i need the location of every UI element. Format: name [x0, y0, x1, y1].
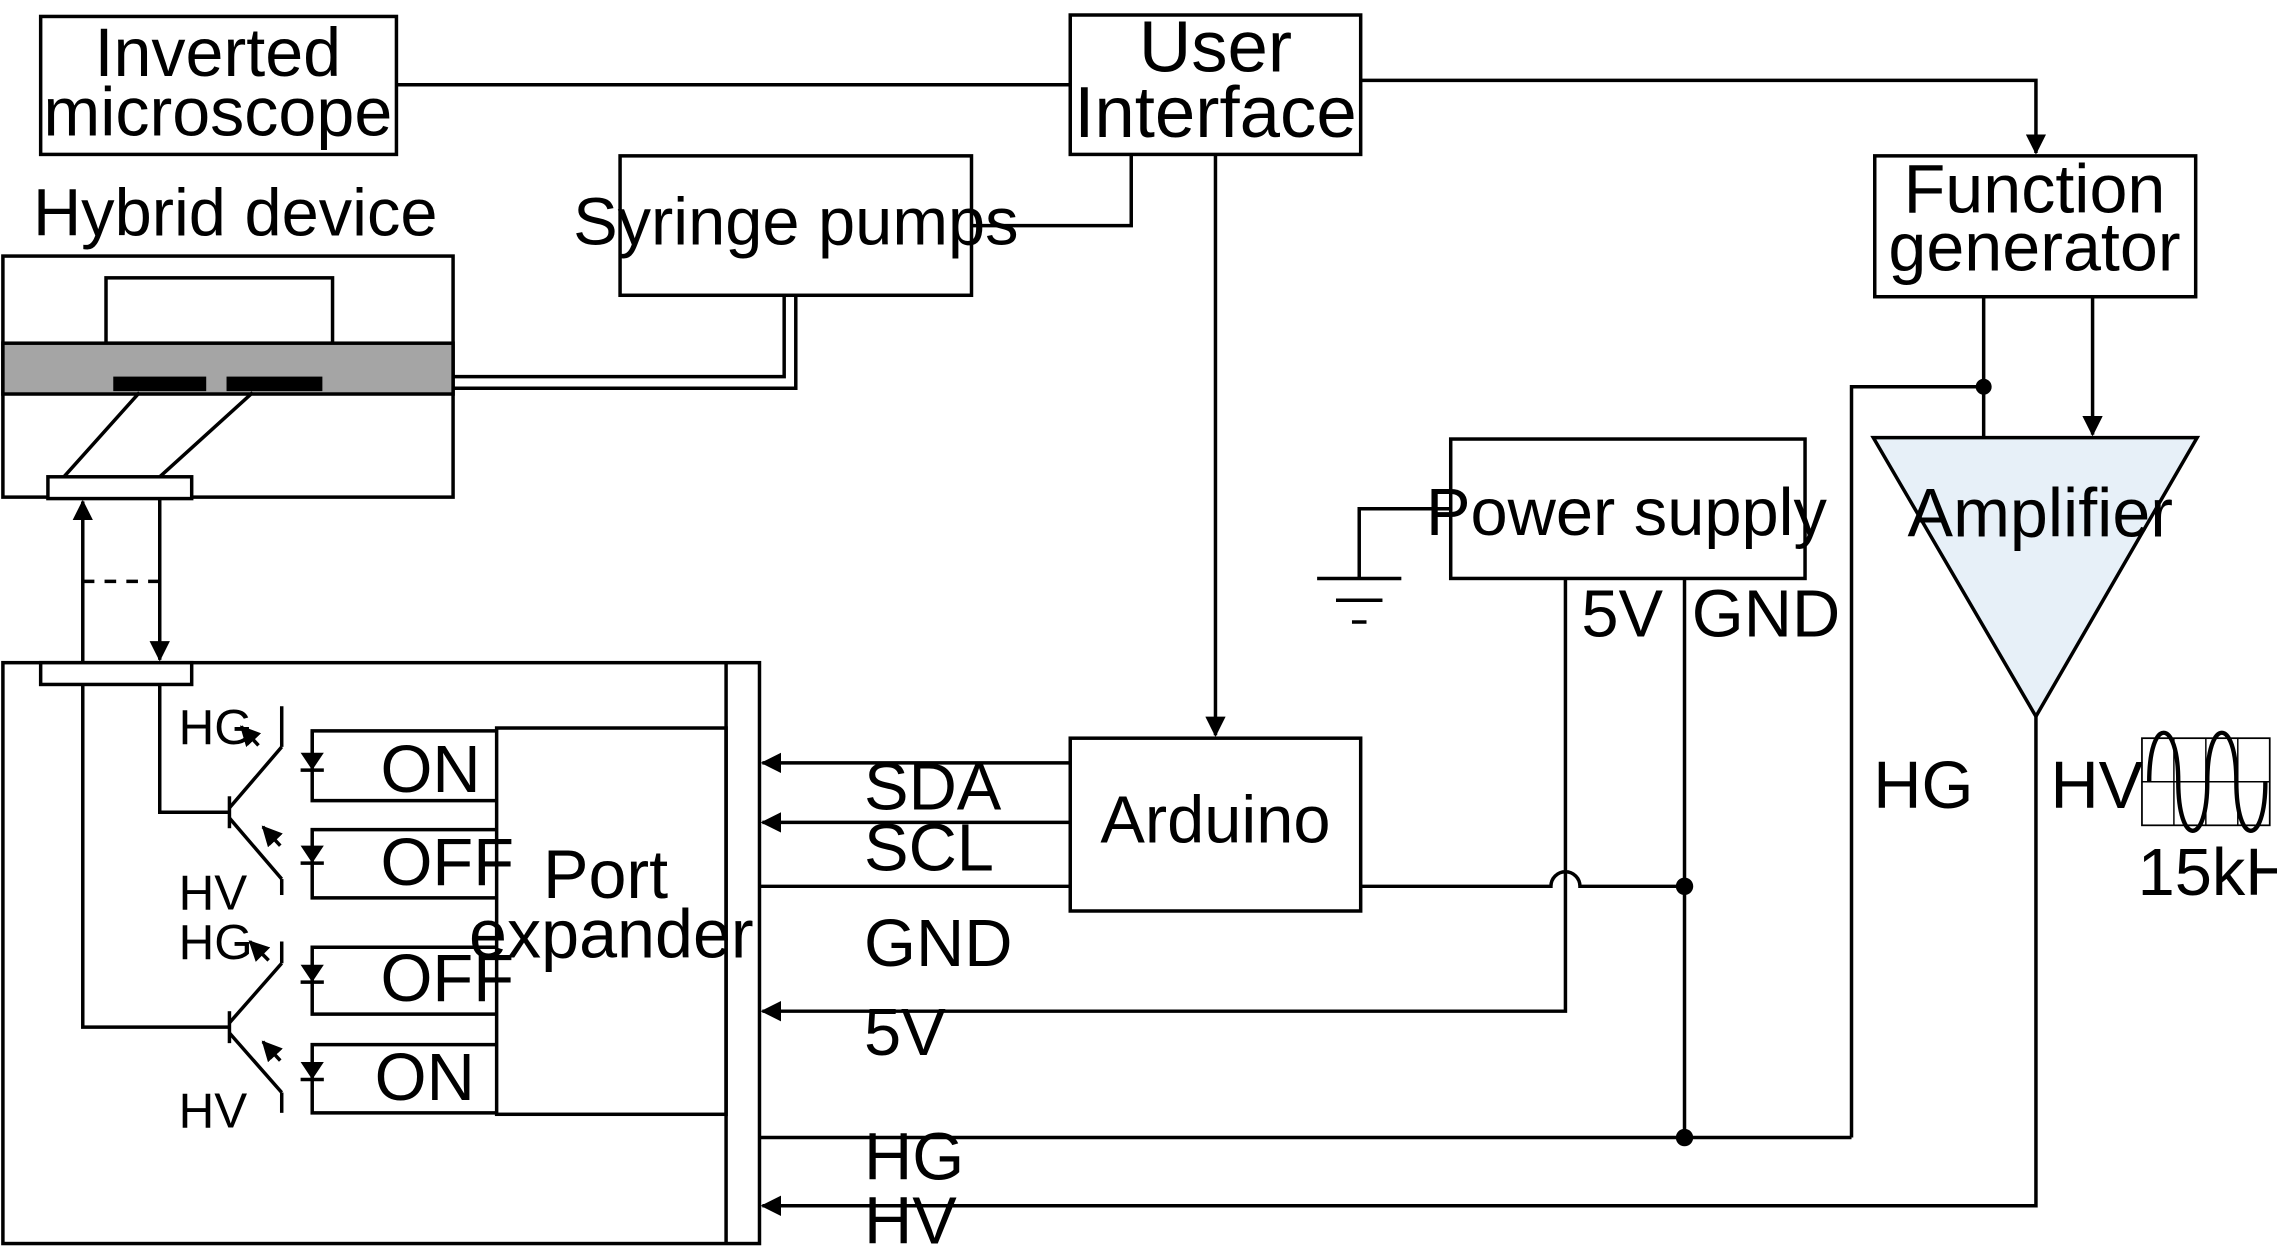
- user-interface-label-2: Interface: [1074, 72, 1356, 153]
- switch-top-hv-label: HV: [179, 866, 248, 921]
- sine-wave-icon: [2141, 730, 2271, 833]
- port-expander-label-1: Port: [543, 837, 668, 913]
- user-interface-label-1: User: [1139, 7, 1292, 88]
- device-electrode-right: [226, 376, 323, 392]
- bus-wiring: [759, 578, 2038, 1216]
- switch-bottom-off-label: OFF: [380, 942, 514, 1016]
- user-interface-block: User Interface: [1068, 7, 1363, 157]
- port-expander-label-2: expander: [469, 896, 754, 972]
- syringe-pumps-label: Syringe pumps: [573, 185, 1018, 259]
- amplifier-label: Amplifier: [1908, 475, 2173, 551]
- switch-bottom-on-label: ON: [375, 1041, 475, 1115]
- device-board-wiring: [72, 498, 230, 1029]
- port-expander-block: Port expander: [469, 726, 754, 1117]
- inverted-microscope-label-2: microscope: [43, 75, 392, 151]
- bus-hv-label: HV: [864, 1185, 957, 1259]
- switch-output-top-on: ON: [300, 729, 497, 807]
- waveform-frequency-label: 15kHz: [2138, 836, 2277, 910]
- board-connector: [38, 660, 194, 687]
- amp-output-hg-label: HG: [1873, 749, 1973, 823]
- function-generator-block: Function generator: [1873, 152, 2198, 299]
- hybrid-device: [1, 254, 455, 501]
- function-generator-label-1: Function: [1904, 152, 2166, 228]
- bus-sda-label: SDA: [864, 750, 1002, 824]
- inverted-microscope-label-1: Inverted: [95, 15, 342, 91]
- switch-bottom-hg-label: HG: [179, 915, 253, 970]
- power-pin-gnd-label: GND: [1692, 578, 1840, 652]
- switch-top-off-label: OFF: [380, 826, 514, 900]
- arduino-block: Arduino: [1068, 736, 1363, 913]
- switch-bottom-hv-label: HV: [179, 1083, 248, 1138]
- bus-gnd-label: GND: [864, 907, 1012, 981]
- amp-output-hv-label: HV: [2050, 749, 2143, 823]
- switch-output-bottom-on: ON: [300, 1041, 497, 1115]
- power-supply-block: Power supply: [1426, 437, 1827, 581]
- function-generator-label-2: generator: [1888, 210, 2180, 286]
- syringe-tubing: [453, 295, 798, 390]
- power-supply-label: Power supply: [1426, 476, 1827, 550]
- switch-top-on-label: ON: [380, 733, 480, 807]
- switch-output-top-off: OFF: [300, 826, 514, 900]
- arduino-label: Arduino: [1100, 784, 1330, 858]
- device-electrode-left: [113, 376, 207, 392]
- power-pin-5v-label: 5V: [1581, 578, 1663, 652]
- bus-hg-label: HG: [864, 1121, 964, 1195]
- fg-amp-wiring: [1849, 296, 2103, 1138]
- switch-output-bottom-off: OFF: [300, 942, 514, 1016]
- syringe-pumps-block: Syringe pumps: [573, 154, 1019, 298]
- ground-symbol: [1317, 507, 1451, 624]
- inverted-microscope-block: Inverted microscope: [38, 14, 399, 157]
- switch-top-hg-label: HG: [179, 700, 253, 755]
- amplifier-block: Amplifier: [1870, 435, 2201, 720]
- ui-links: [396, 78, 2047, 737]
- bus-5v-label: 5V: [864, 996, 946, 1070]
- device-connector: [46, 475, 194, 501]
- bus-scl-label: SCL: [864, 811, 994, 885]
- hybrid-device-title: Hybrid device: [33, 177, 438, 251]
